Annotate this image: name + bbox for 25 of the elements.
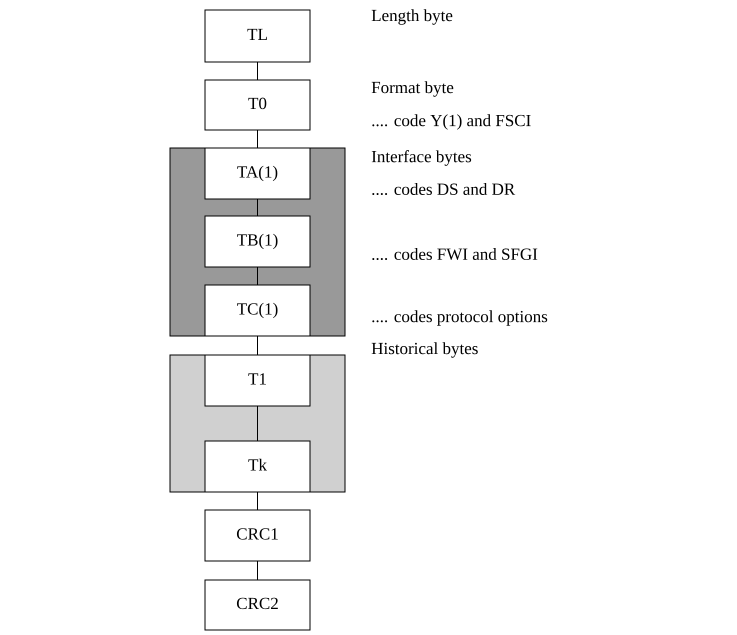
side-label: .... codes FWI and SFGI bbox=[372, 248, 538, 260]
field-box: TC(1) bbox=[204, 284, 310, 336]
connector-line bbox=[257, 492, 258, 510]
connector-line bbox=[257, 560, 258, 580]
connector-line bbox=[257, 406, 258, 441]
side-label: .... code Y(1) and FSCI bbox=[372, 114, 531, 130]
field-box: CRC2 bbox=[204, 579, 310, 630]
field-box: T1 bbox=[204, 354, 310, 406]
connector-line bbox=[257, 199, 258, 216]
field-box: T0 bbox=[204, 80, 310, 130]
connector-line bbox=[257, 267, 258, 285]
side-label: .... codes protocol options bbox=[372, 310, 548, 326]
connector-line bbox=[257, 130, 258, 148]
side-label: Length byte bbox=[372, 9, 452, 25]
field-box: TL bbox=[204, 10, 310, 62]
connector-line bbox=[257, 62, 258, 80]
field-box: CRC1 bbox=[204, 509, 310, 562]
field-box: TB(1) bbox=[204, 216, 310, 268]
side-label: Historical bytes bbox=[372, 342, 478, 358]
side-label: Interface bytes bbox=[372, 150, 472, 166]
field-box: Tk bbox=[204, 440, 310, 492]
connector-line bbox=[257, 336, 258, 355]
side-label: Format byte bbox=[372, 81, 454, 97]
field-box: TA(1) bbox=[204, 148, 310, 200]
side-label: .... codes DS and DR bbox=[372, 182, 516, 195]
